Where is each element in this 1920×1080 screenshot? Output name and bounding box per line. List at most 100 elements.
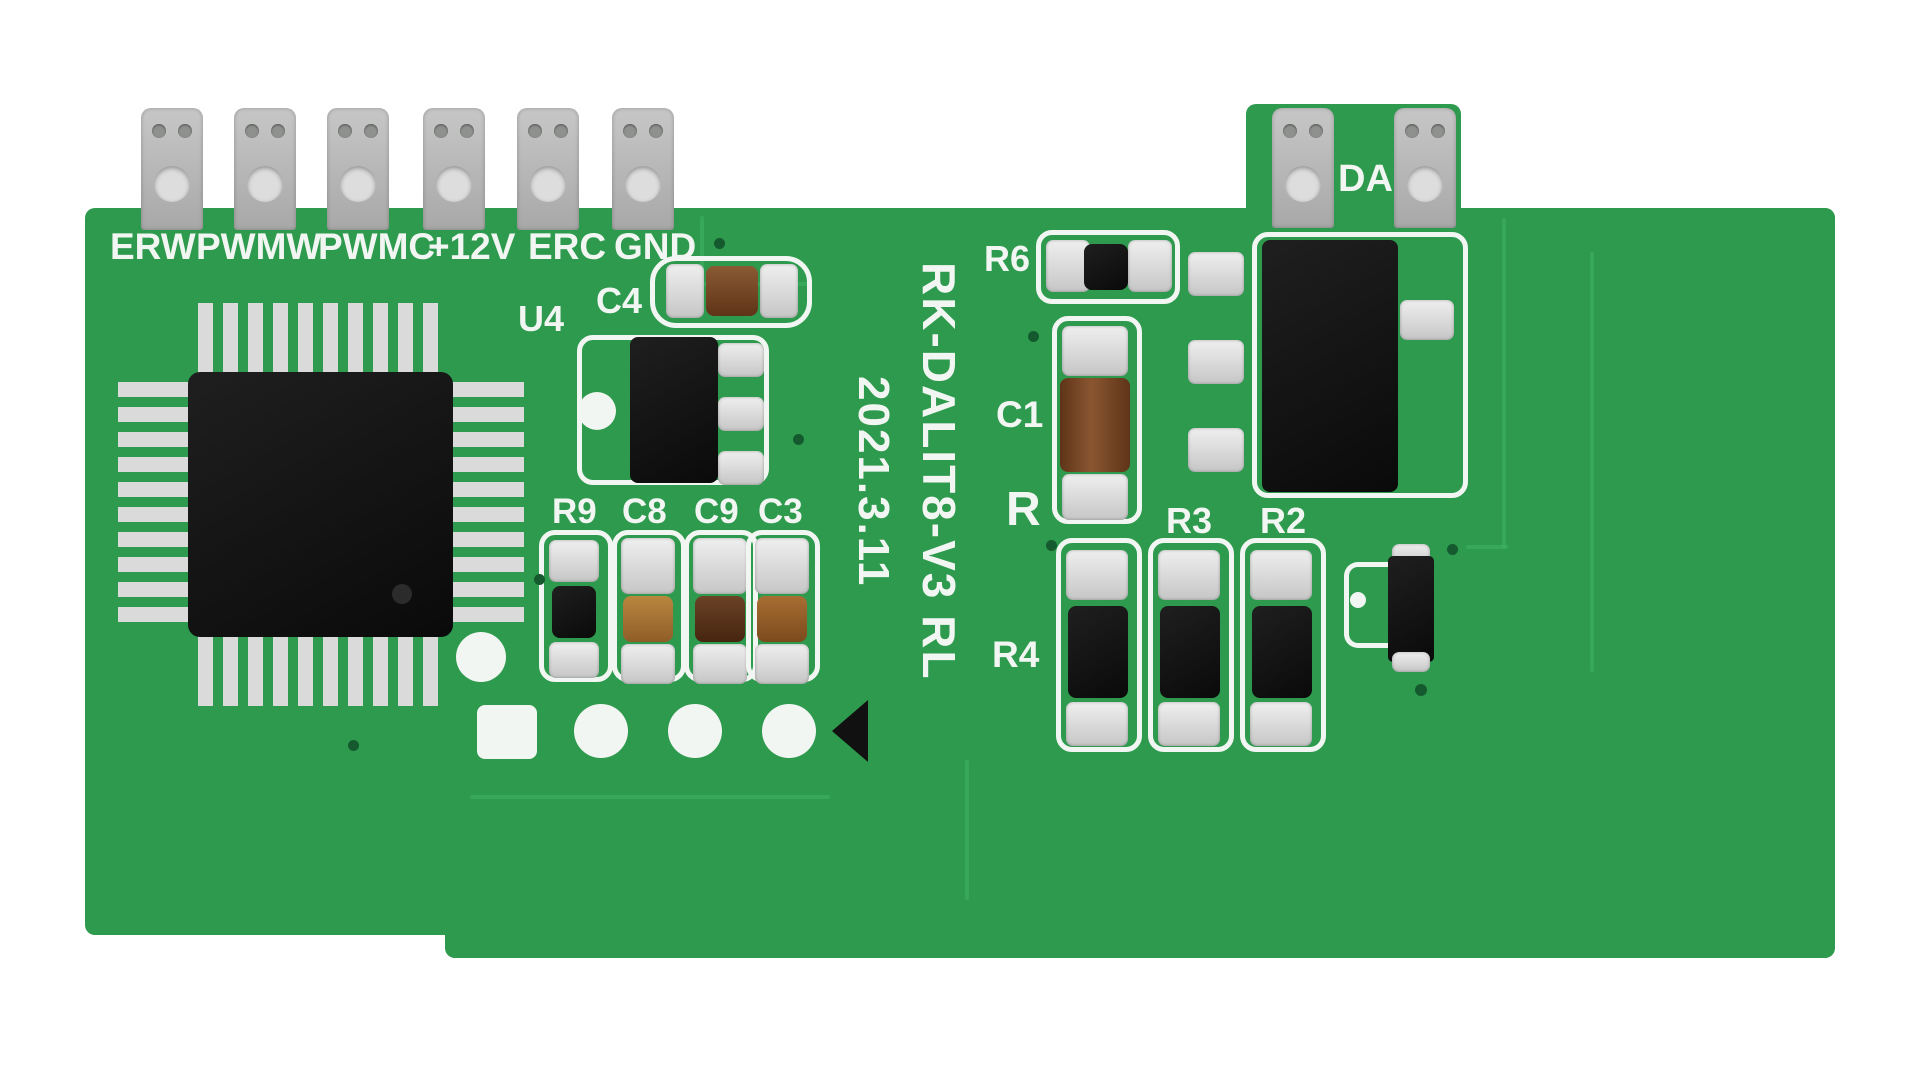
tab-hole [364, 124, 378, 138]
c1-outline [1052, 316, 1142, 524]
label-r4: R4 [992, 634, 1040, 675]
fiducial-pad-round [668, 704, 722, 758]
fiducial-pad-square [477, 705, 537, 759]
c1-cap [1062, 326, 1128, 376]
via [534, 574, 545, 585]
via [348, 740, 359, 751]
tab-hole [625, 166, 661, 202]
label-c9: C9 [694, 492, 739, 531]
r9-pad [549, 540, 599, 582]
trace [1502, 218, 1506, 548]
tab-hole [528, 124, 542, 138]
regulator-pad [1188, 252, 1244, 296]
u4-pad [718, 451, 764, 485]
r4-body [1068, 606, 1128, 698]
r9-outline [539, 530, 613, 682]
board-title-vertical: RK-DALIT8-V3 RL [913, 262, 965, 681]
r6-pad [1128, 240, 1172, 292]
qfp-leads-left [118, 382, 190, 628]
label-r: R [1006, 483, 1041, 536]
label-r6: R6 [984, 238, 1031, 279]
regulator-pad [1188, 428, 1244, 472]
r2-pad [1250, 702, 1312, 746]
label-r3: R3 [1166, 500, 1213, 541]
trace [470, 795, 830, 799]
label-c3: C3 [758, 492, 803, 531]
regulator-outline [1252, 232, 1468, 498]
board-date-vertical: 2021.3.11 [849, 376, 898, 588]
c9-cap [693, 538, 747, 594]
tab-hole [178, 124, 192, 138]
label-c4: C4 [596, 280, 643, 321]
regulator-body [1262, 240, 1398, 492]
r9-pad [549, 642, 599, 678]
label-r9: R9 [552, 492, 597, 531]
connector-label-12v: +12V [428, 226, 516, 267]
r3-pad [1158, 550, 1220, 600]
tab-hole [436, 166, 472, 202]
tab-hole [1309, 124, 1323, 138]
tab-hole [1407, 166, 1443, 202]
r4-pad [1066, 550, 1128, 600]
connector-label-erc: ERC [528, 226, 607, 267]
r2-pad [1250, 550, 1312, 600]
tab-hole [1285, 166, 1321, 202]
tab-hole [530, 166, 566, 202]
r6-body [1084, 244, 1128, 290]
sot-dot [1350, 592, 1366, 608]
r3-outline [1148, 538, 1234, 752]
c9-body [695, 596, 745, 642]
sot-body [1388, 556, 1434, 662]
c8-cap [621, 538, 675, 594]
via [1415, 684, 1427, 696]
r3-body [1160, 606, 1220, 698]
via [1046, 540, 1057, 551]
c3-cap [755, 538, 809, 594]
label-c8: C8 [622, 492, 667, 531]
c8-cap [621, 644, 675, 684]
regulator-tab [1400, 300, 1454, 340]
regulator-pad [1188, 340, 1244, 384]
r4-outline [1056, 538, 1142, 752]
r2-body [1252, 606, 1312, 698]
fiducial-pad-round [456, 632, 506, 682]
u4-pad [718, 343, 764, 377]
tab-hole [554, 124, 568, 138]
c8-body [623, 596, 673, 642]
u4-pad [718, 397, 764, 431]
tab-hole [245, 124, 259, 138]
trace [965, 760, 969, 900]
tab-hole [1405, 124, 1419, 138]
r2-outline [1240, 538, 1326, 752]
label-c1: C1 [996, 394, 1044, 435]
trace [1590, 252, 1594, 672]
qfp-chip-body [188, 372, 453, 637]
r9-body [552, 586, 596, 638]
c4-cap-left [666, 264, 704, 318]
sot-pad [1392, 652, 1430, 672]
via [793, 434, 804, 445]
connector-label-pwmc: PWMC [318, 226, 436, 267]
fiducial-pad-round [762, 704, 816, 758]
polarity-triangle [832, 700, 868, 762]
fiducial-pad-round [574, 704, 628, 758]
connector-label-da: DA [1338, 158, 1393, 200]
c1-body [1060, 378, 1130, 472]
u4-chip-body [630, 337, 718, 483]
c4-cap-right [760, 264, 798, 318]
r4-pad [1066, 702, 1128, 746]
c3-body [757, 596, 807, 642]
trace [1466, 545, 1508, 549]
tab-hole [154, 166, 190, 202]
c3-cap [755, 644, 809, 684]
c9-cap [693, 644, 747, 684]
c4-outline [650, 256, 812, 328]
r3-pad [1158, 702, 1220, 746]
sot-bracket [1344, 562, 1388, 648]
qfp-leads-top [198, 303, 444, 375]
trace [700, 216, 704, 282]
via [1447, 544, 1458, 555]
tab-hole [1283, 124, 1297, 138]
tab-hole [460, 124, 474, 138]
